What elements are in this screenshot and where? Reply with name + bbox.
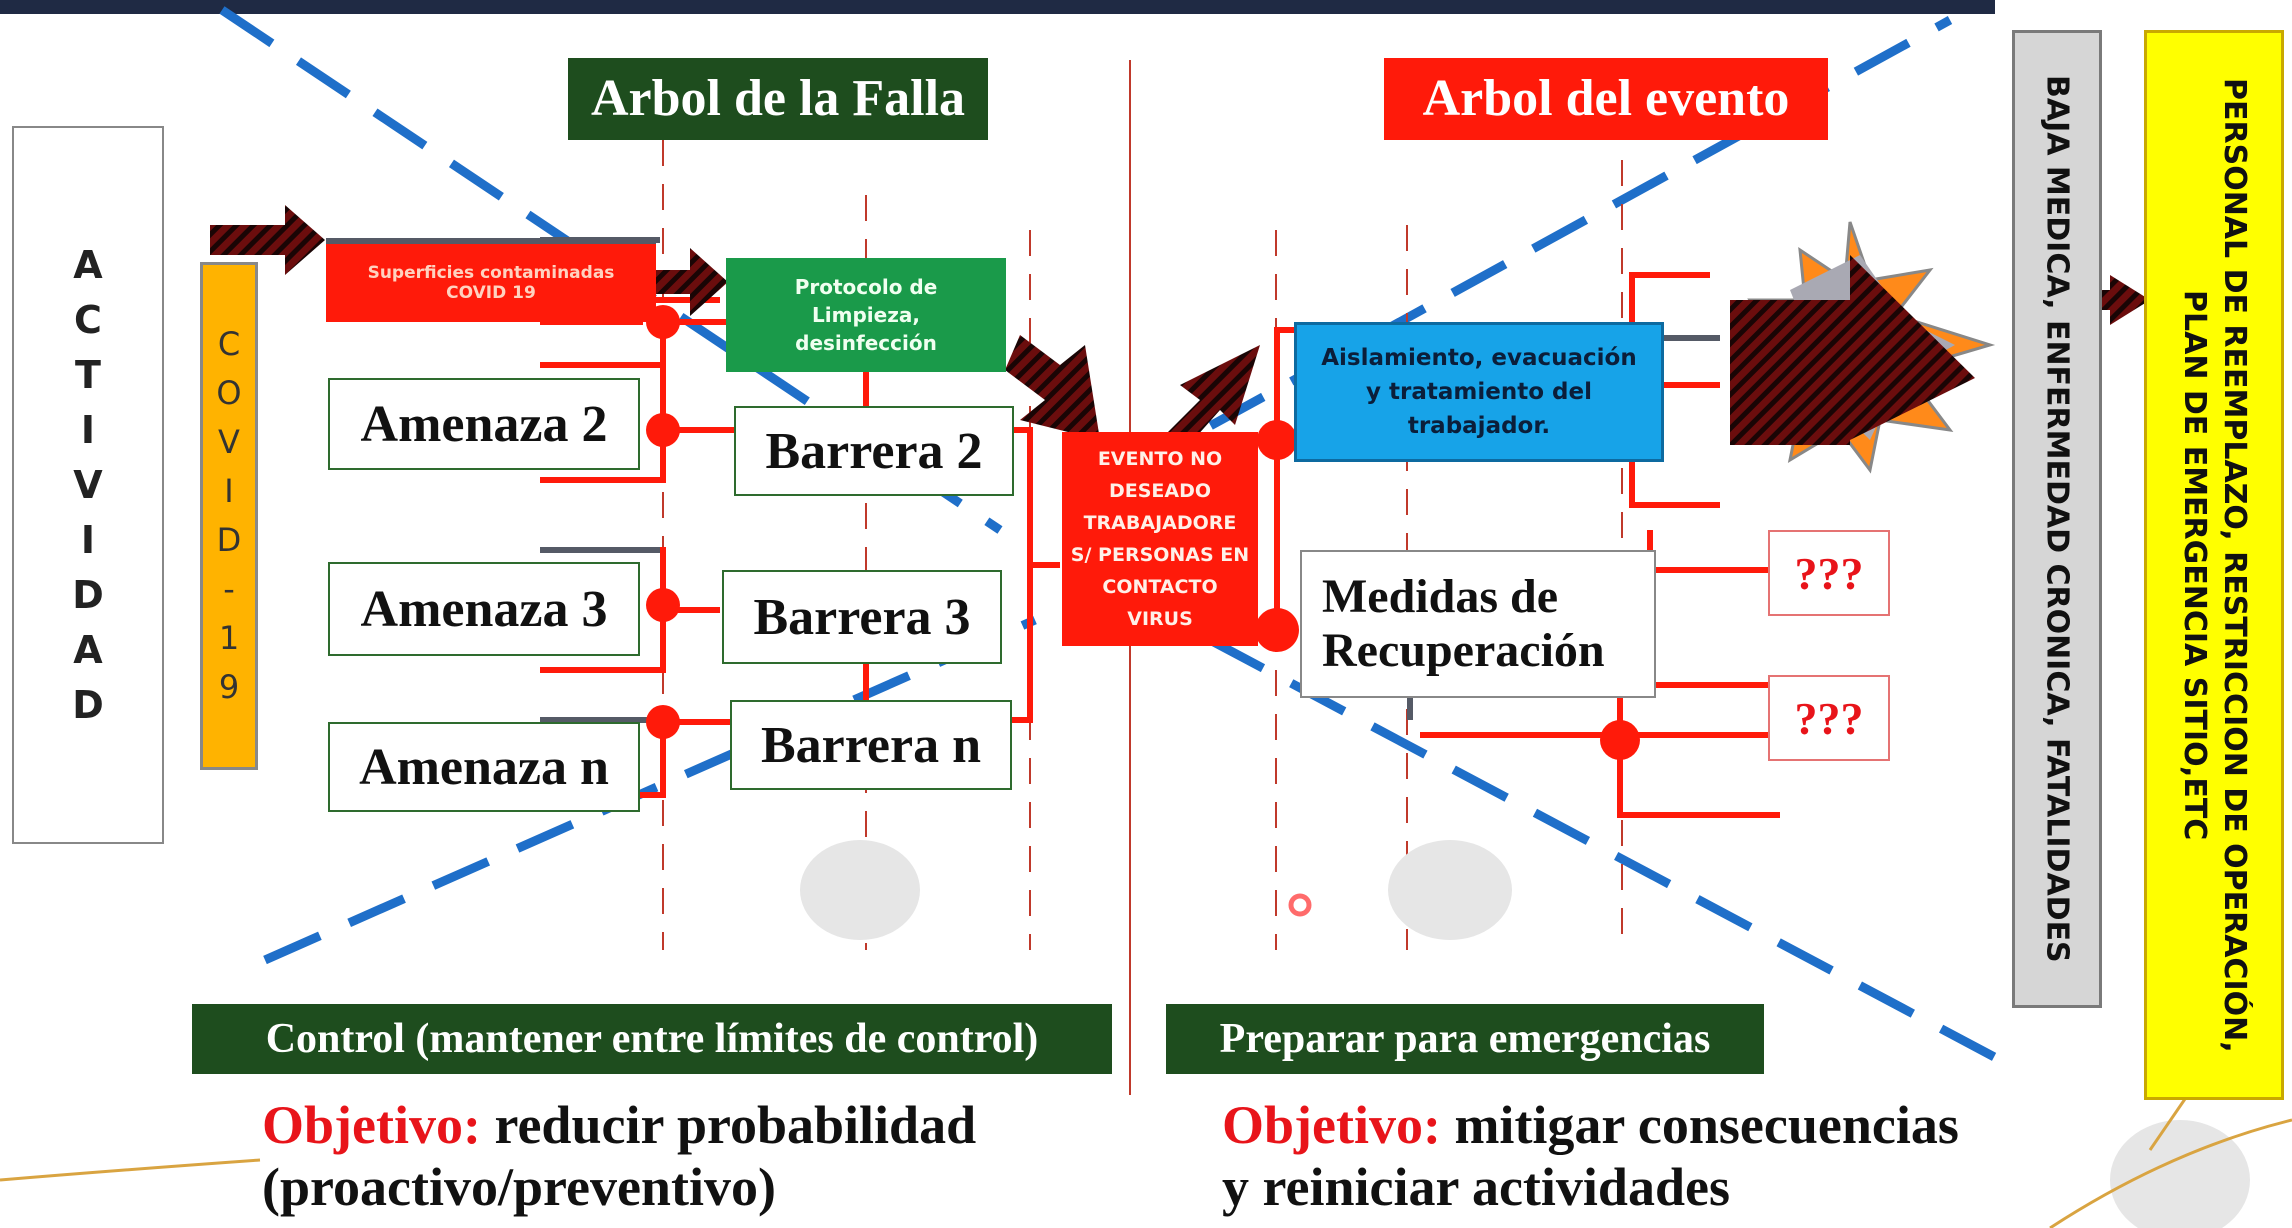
right-objective-keyword: Objetivo:	[1222, 1095, 1441, 1155]
right-objective: Objetivo: mitigar consecuencias y reinic…	[1222, 1094, 2042, 1218]
barrier-box-2: Barrera 2	[734, 406, 1014, 496]
covid-letter: 1	[218, 619, 240, 657]
left-objective-line1: reducir probabilidad	[480, 1095, 977, 1155]
covid-letter: I	[224, 472, 234, 510]
threat-box-2: Amenaza 2	[328, 378, 640, 470]
unknown-consequence-1: ???	[1768, 530, 1890, 616]
faded-circles	[800, 840, 2250, 1228]
barrier-box-3: Barrera 3	[722, 570, 1002, 664]
emergency-plan-vertical-box: PERSONAL DE REEMPLAZO, RESTRICCION DE OP…	[2144, 30, 2284, 1100]
covid-letter: V	[218, 423, 240, 461]
right-objective-line1: mitigar consecuencias	[1440, 1095, 1959, 1155]
activity-letter: A	[73, 242, 103, 287]
red-pointer-dot	[1288, 893, 1312, 917]
event-tree-title: Arbol del evento	[1384, 58, 1828, 140]
fault-tree-title: Arbol de la Falla	[568, 58, 988, 140]
prepare-label: Preparar para emergencias	[1166, 1004, 1764, 1074]
hatched-explosion-arrow	[1730, 255, 1975, 445]
left-objective: Objetivo: reducir probabilidad (proactiv…	[262, 1094, 1112, 1218]
covid-letter: C	[217, 325, 241, 363]
dashed-diagonal-right-bottom	[1207, 636, 2003, 1064]
threat-box-3: Amenaza 3	[328, 562, 640, 656]
activity-letter: C	[74, 297, 102, 342]
dashed-diagonal-left-bottom	[263, 615, 1037, 965]
left-objective-line2: (proactivo/preventivo)	[262, 1157, 776, 1217]
unknown-consequence-2: ???	[1768, 675, 1890, 761]
hatched-arrows	[210, 205, 2150, 455]
covid-letter: D	[216, 521, 242, 559]
left-objective-keyword: Objetivo:	[262, 1095, 481, 1155]
activity-letter: D	[72, 572, 104, 617]
threat-box-n: Amenaza n	[328, 722, 640, 812]
control-label: Control (mantener entre límites de contr…	[192, 1004, 1112, 1074]
covid-letter: -	[223, 570, 235, 608]
covid-letter: 9	[218, 668, 240, 706]
top-banner-bar	[0, 0, 1995, 14]
activity-letter: A	[73, 627, 103, 672]
consequences-vertical-box: BAJA MEDICA, ENFERMEDAD CRONICA, FATALID…	[2012, 30, 2102, 1008]
contaminated-surfaces-box: Superficies contaminadas COVID 19	[326, 238, 656, 322]
right-objective-line2: y reiniciar actividades	[1222, 1157, 1730, 1217]
activity-letter: D	[72, 682, 104, 727]
activity-letter: V	[73, 462, 103, 507]
cleaning-protocol-box: Protocolo de Limpieza, desinfección	[726, 258, 1006, 372]
junction-dots-right	[1255, 420, 1640, 760]
activity-letter: I	[80, 407, 96, 452]
recovery-measures-box: Medidas de Recuperación	[1300, 550, 1656, 698]
activity-letter: I	[80, 517, 96, 562]
activity-letter: T	[75, 352, 101, 397]
barrier-box-n: Barrera n	[730, 700, 1012, 790]
isolation-box: Aislamiento, evacuación y tratamiento de…	[1294, 322, 1664, 462]
undesired-event-box: EVENTO NO DESEADO TRABAJADORE S/ PERSONA…	[1062, 432, 1258, 646]
covid-letter: O	[216, 374, 242, 412]
